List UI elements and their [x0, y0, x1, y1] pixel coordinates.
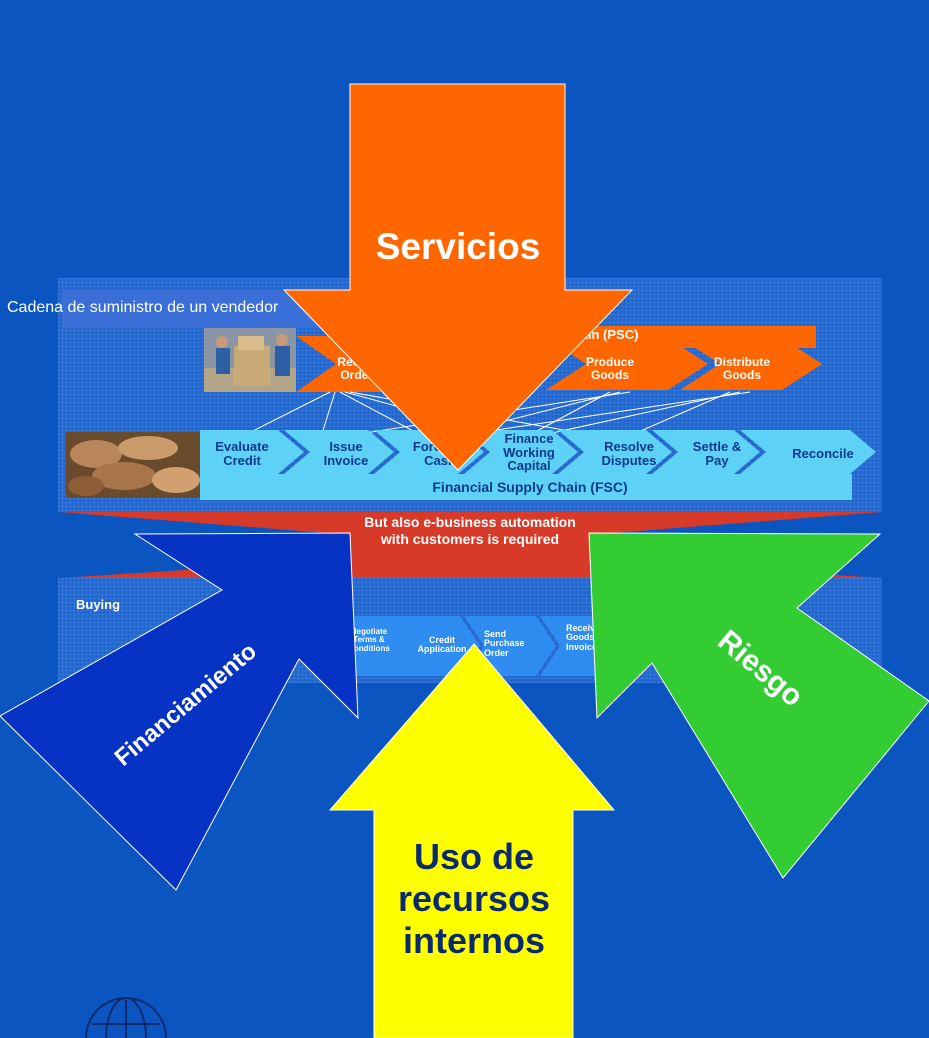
riesgo-arrow — [588, 532, 929, 879]
psc-chevron-produce — [546, 338, 708, 390]
fsc-step-issue: Issue Invoice — [323, 439, 369, 468]
psc-step-produce: Produce Goods — [585, 355, 634, 382]
buying-step-credit: Credit Application — [417, 635, 467, 655]
fsc-step-reconcile: Reconcile — [792, 446, 854, 461]
fsc-title: Financial Supply Chain (FSC) — [432, 479, 628, 495]
fsc-title-bar — [200, 474, 852, 500]
psc-step-distribute: Distribute Goods — [713, 355, 770, 382]
financiamiento-arrow — [0, 532, 359, 891]
globe-icon — [85, 997, 167, 1038]
recursos-label: Uso de recursos internos — [397, 836, 551, 961]
callout-text: But also e-business automation with cust… — [364, 514, 576, 547]
fsc-step-settle: Settle & Pay — [692, 439, 742, 468]
fsc-chevron-evaluate — [200, 430, 304, 474]
buying-title: Buying — [76, 597, 121, 612]
fsc-chevron-settle — [652, 430, 760, 474]
fsc-chevron-resolve — [558, 430, 672, 474]
recursos-arrow — [328, 643, 616, 1038]
fsc-step-evaluate: Evaluate Credit — [215, 439, 269, 468]
fsc-chevron-reconcile — [740, 430, 876, 474]
fsc-chain — [200, 430, 876, 500]
fsc-step-resolve: Resolve Disputes — [601, 439, 657, 468]
buying-step-receive: Receive Goods and Invoice — [566, 623, 613, 652]
warehouse-photo — [204, 328, 296, 392]
servicios-arrow — [282, 83, 634, 471]
vendor-label: Cadena de suministro de un vendedor — [7, 299, 279, 316]
coins-photo — [66, 432, 200, 498]
buying-chevron-credit — [386, 616, 480, 676]
buying-step-negotiate: Negotiate Terms & Conditions — [348, 627, 390, 653]
fsc-chevron-finance — [464, 430, 578, 474]
fsc-chevron-issue — [284, 430, 394, 474]
buying-step-send: Send Purchase Order — [484, 629, 525, 658]
callout-banner — [60, 512, 882, 578]
fsc-step-finance: Finance Working Capital — [503, 431, 555, 474]
psc-chevron-distribute — [680, 338, 822, 390]
servicios-label: Servicios — [375, 226, 541, 267]
